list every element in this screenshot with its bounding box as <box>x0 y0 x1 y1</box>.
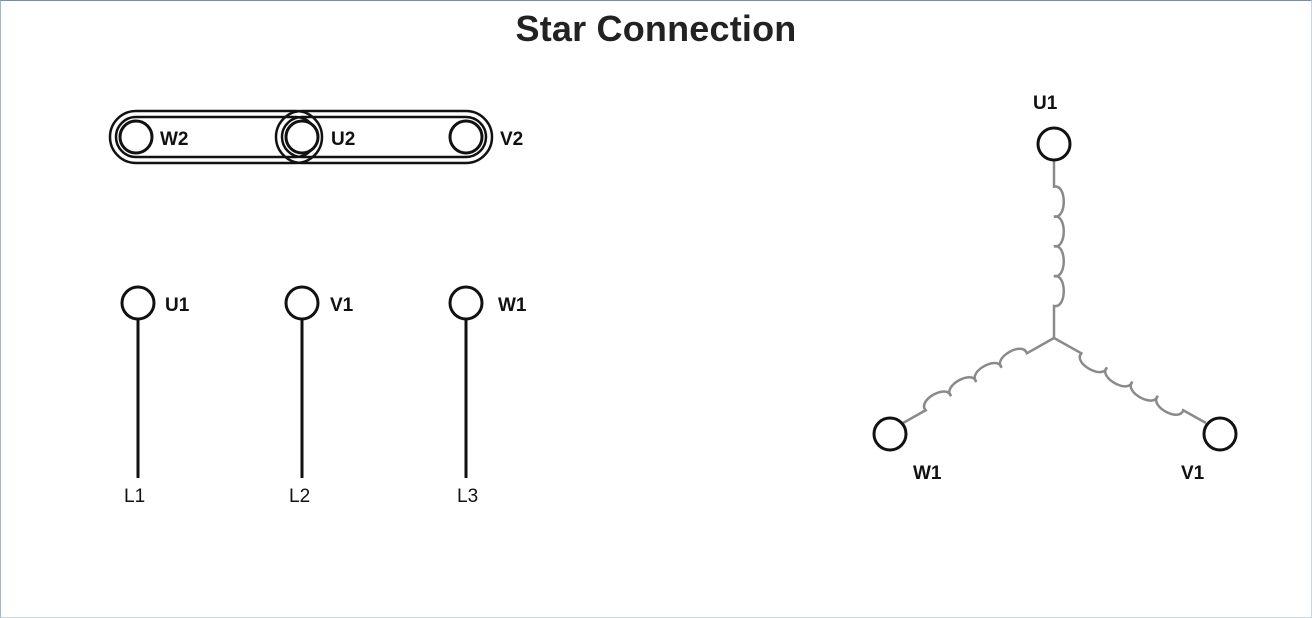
line-label-l1: L1 <box>124 486 145 507</box>
terminal-label-v1: V1 <box>330 295 354 316</box>
bridge-link-u2-v2-inner <box>280 115 488 159</box>
terminal-u2 <box>284 119 320 155</box>
terminal-label-u1: U1 <box>165 295 190 316</box>
terminal-w2 <box>118 119 154 155</box>
terminal-v1 <box>284 285 320 321</box>
star-label-u1: U1 <box>1033 93 1058 114</box>
terminal-label-v2: V2 <box>500 129 523 150</box>
star-label-w1: W1 <box>913 463 942 484</box>
terminal-label-w2: W2 <box>160 129 189 150</box>
star-terminal-v1 <box>1202 416 1238 452</box>
winding-w <box>902 336 1055 425</box>
star-terminal-u1 <box>1036 126 1072 162</box>
bridge-link-w2-u2 <box>108 109 324 165</box>
bridge-link-u2-v2 <box>274 109 494 165</box>
star-windings <box>902 160 1207 425</box>
bridge-links <box>108 109 494 165</box>
terminal-v2 <box>448 119 484 155</box>
star-label-v1: V1 <box>1181 463 1205 484</box>
winding-u <box>1052 160 1065 338</box>
line-label-l2: L2 <box>289 486 310 507</box>
terminal-label-w1: W1 <box>498 295 527 316</box>
page-title: Star Connection <box>515 8 797 49</box>
star-terminal-w1 <box>872 416 908 452</box>
line-label-l3: L3 <box>457 486 478 507</box>
winding-v <box>1053 336 1207 425</box>
terminal-u1 <box>120 285 156 321</box>
terminal-w1 <box>448 285 484 321</box>
terminal-label-u2: U2 <box>331 129 355 150</box>
